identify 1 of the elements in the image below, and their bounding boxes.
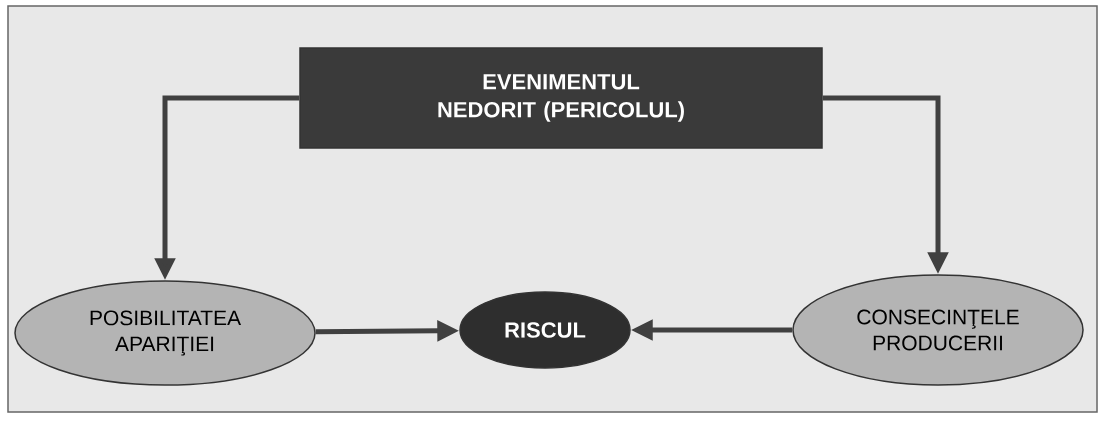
event-box: EVENIMENTUL NEDORIT (PERICOLUL) xyxy=(299,47,823,149)
